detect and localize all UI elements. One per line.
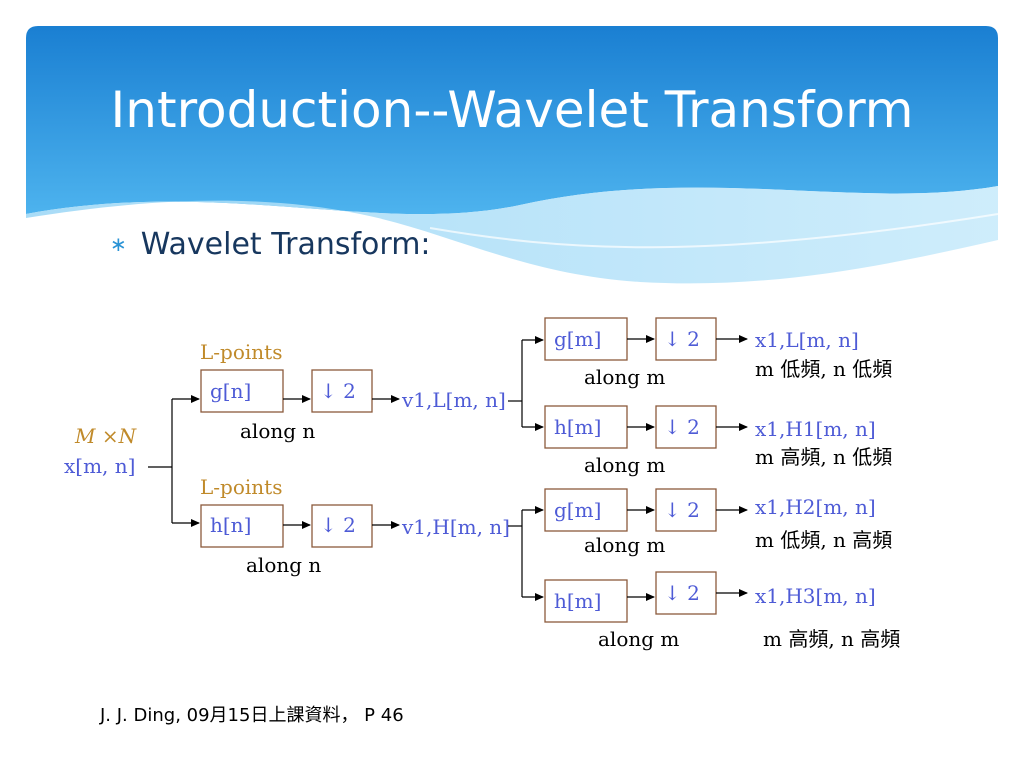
downsample-label-2: ↓ 2 <box>664 415 700 439</box>
filter-block-h-m-1 <box>544 405 628 449</box>
along-m-label-3: along m <box>584 533 665 557</box>
filter-label-g-m-2: g[m] <box>554 498 601 522</box>
downsample-block-high <box>311 504 373 548</box>
footer-citation: J. J. Ding, 09月15日上課資料， P 46 <box>100 705 404 726</box>
downsample-label-4: ↓ 2 <box>664 581 700 605</box>
downsample-label-3: ↓ 2 <box>664 498 700 522</box>
output-x1-l: x1,L[m, n] <box>755 328 859 352</box>
along-m-label-1: along m <box>584 365 665 389</box>
header-wave <box>26 186 998 284</box>
header-wave-highlight <box>429 213 999 249</box>
downsample-label-high: ↓ 2 <box>320 513 356 537</box>
downsample-label-1: ↓ 2 <box>664 327 700 351</box>
output-x1-h3: x1,H3[m, n] <box>755 584 876 608</box>
output-x1-h2: x1,H2[m, n] <box>755 495 876 519</box>
along-n-label-low: along n <box>240 419 315 443</box>
bullet-text: Wavelet Transform: <box>140 226 431 262</box>
filter-label-g-n: g[n] <box>210 379 251 403</box>
output-desc-1: m 低頻, n 低頻 <box>755 357 892 381</box>
downsample-block-low <box>311 369 373 413</box>
output-desc-2: m 高頻, n 低頻 <box>755 445 892 469</box>
downsample-label-low: ↓ 2 <box>320 379 356 403</box>
filter-label-h-n: h[n] <box>210 513 251 537</box>
filter-block-g-m-1 <box>544 317 628 361</box>
input-size-label: M ×N <box>74 424 138 448</box>
lpoints-label-high: L-points <box>200 475 282 499</box>
along-m-label-2: along m <box>584 453 665 477</box>
along-n-label-high: along n <box>246 553 321 577</box>
along-m-label-4: along m <box>598 627 679 651</box>
header-band <box>26 26 998 215</box>
output-desc-4: m 高頻, n 高頻 <box>763 627 900 651</box>
filter-label-h-m-2: h[m] <box>554 589 601 613</box>
filter-block-g-m-2 <box>544 488 628 532</box>
filter-label-g-m-1: g[m] <box>554 327 601 351</box>
signal-v1-l: v1,L[m, n] <box>401 388 506 412</box>
signal-v1-h: v1,H[m, n] <box>401 515 510 539</box>
asterisk-bullet-icon: ∗ <box>110 232 127 256</box>
slide-title: Introduction--Wavelet Transform <box>110 81 914 139</box>
downsample-block-3 <box>655 488 717 532</box>
downsample-block-4 <box>655 571 717 615</box>
filter-block-h-n <box>200 504 284 548</box>
bullet-item: ∗ Wavelet Transform: <box>110 222 431 266</box>
output-x1-h1: x1,H1[m, n] <box>755 417 876 441</box>
header-background <box>26 26 999 284</box>
lpoints-label-low: L-points <box>200 340 282 364</box>
filter-label-h-m-1: h[m] <box>554 415 601 439</box>
output-desc-3: m 低頻, n 高頻 <box>755 528 892 552</box>
filter-block-h-m-2 <box>544 579 628 623</box>
filter-block-g-n <box>200 369 284 413</box>
input-signal: x[m, n] <box>64 454 135 478</box>
